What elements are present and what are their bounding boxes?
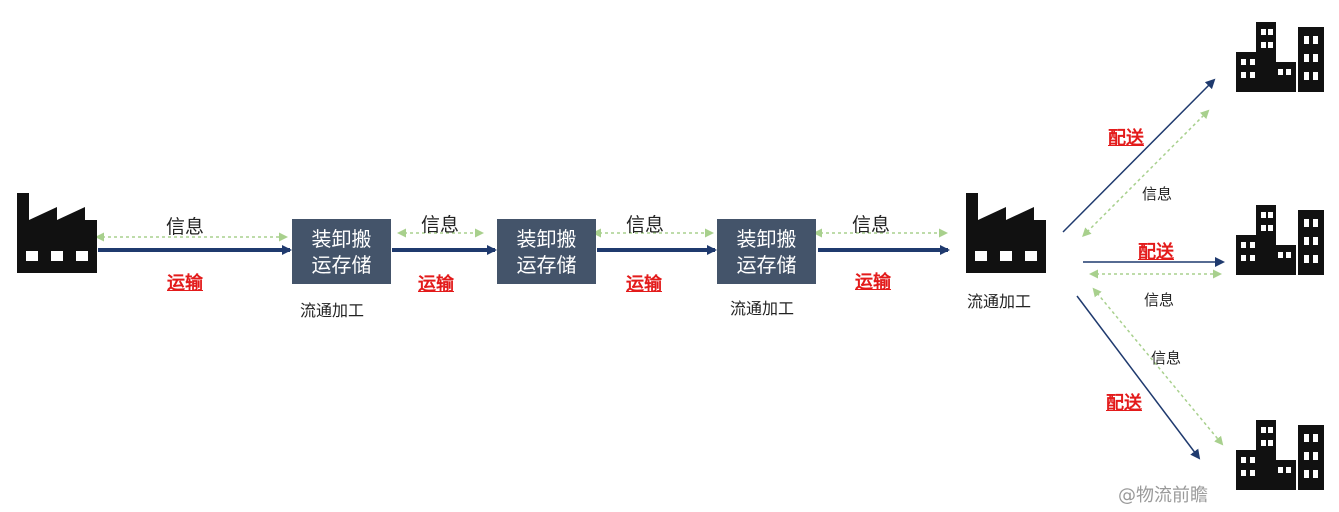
storage-box-line1: 装卸搬 [736, 226, 797, 251]
transport-label: 运输 [626, 274, 662, 295]
factory-icon [966, 193, 1046, 273]
info-label: 信息 [626, 214, 665, 236]
factory-icon [17, 193, 97, 273]
info-label: 信息 [852, 214, 891, 236]
delivery-label: 配送 [1106, 393, 1142, 414]
building-icon [1236, 420, 1324, 490]
storage-box-1: 装卸搬 运存储 [292, 219, 391, 284]
storage-box-line1: 装卸搬 [311, 226, 372, 251]
delivery-info-label: 信息 [1144, 291, 1175, 309]
storage-box-line1: 装卸搬 [516, 226, 577, 251]
delivery-info-arrow-up [1082, 109, 1210, 237]
processing-label: 流通加工 [967, 292, 1032, 311]
info-label: 信息 [166, 216, 205, 238]
delivery-info-arrow-down [1092, 287, 1224, 446]
building-icon [1236, 22, 1324, 92]
delivery-info-label: 信息 [1142, 185, 1173, 203]
delivery-info-label: 信息 [1151, 349, 1182, 367]
watermark: @物流前瞻 [1118, 485, 1208, 506]
processing-label: 流通加工 [730, 299, 795, 318]
storage-box-line2: 运存储 [736, 252, 797, 277]
processing-label: 流通加工 [300, 301, 365, 320]
transport-label: 运输 [855, 272, 891, 293]
storage-box-line2: 运存储 [311, 252, 372, 277]
delivery-arrow-up [1062, 78, 1216, 233]
building-icon [1236, 205, 1324, 275]
storage-box-line2: 运存储 [516, 252, 577, 277]
delivery-label: 配送 [1138, 242, 1174, 263]
delivery-label: 配送 [1108, 128, 1144, 149]
info-label: 信息 [421, 214, 460, 236]
storage-box-2: 装卸搬 运存储 [497, 219, 596, 284]
storage-box-3: 装卸搬 运存储 [717, 219, 816, 284]
delivery-arrow-down [1076, 295, 1201, 460]
transport-label: 运输 [167, 273, 203, 294]
transport-label: 运输 [418, 274, 454, 295]
